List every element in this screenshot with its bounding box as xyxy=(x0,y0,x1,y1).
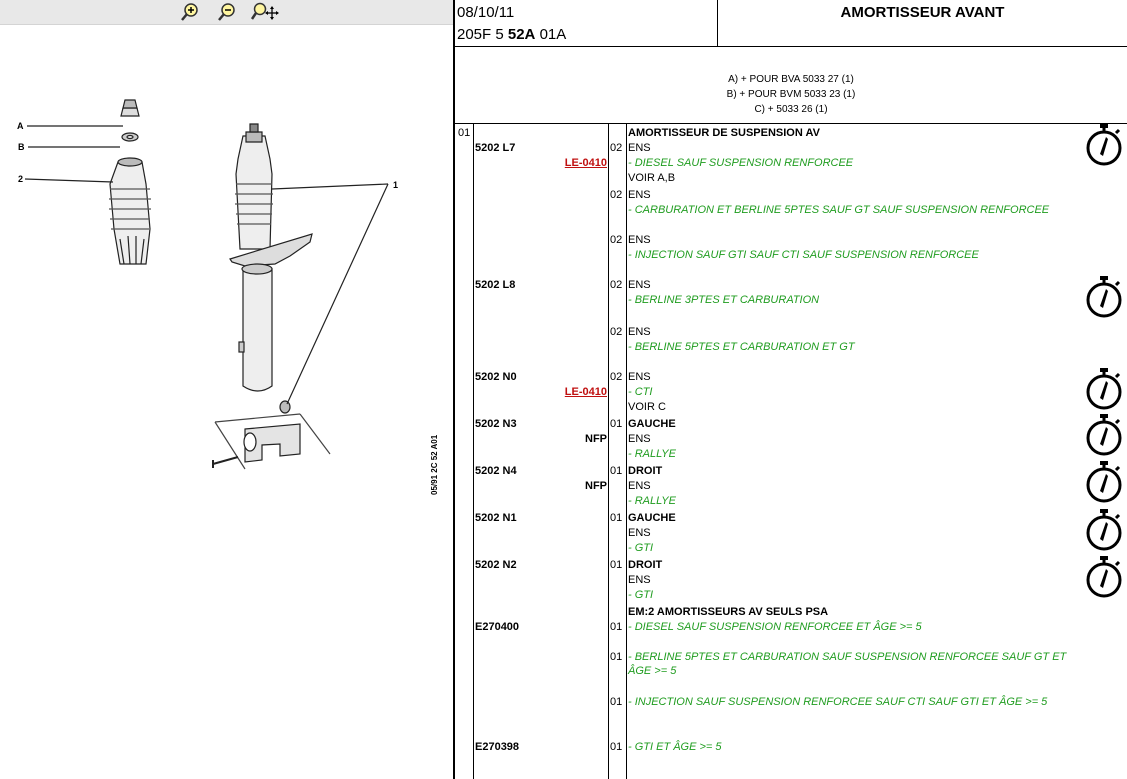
part-ref: 5202 N3 xyxy=(475,418,517,430)
qty: 02 xyxy=(610,189,623,201)
description: GAUCHE xyxy=(628,418,676,430)
description: DROIT xyxy=(628,465,663,477)
part-ref: 5202 L8 xyxy=(475,279,516,291)
part-ref: 5202 L7 xyxy=(475,142,516,154)
condition: - GTI xyxy=(628,542,654,554)
part-ref: 5202 N1 xyxy=(475,512,517,524)
zoom-pan-icon[interactable] xyxy=(249,1,279,23)
column-divider xyxy=(626,123,627,779)
qty: 02 xyxy=(610,371,623,383)
shock-absorber-diagram xyxy=(24,99,389,470)
description: VOIR A,B xyxy=(628,172,676,184)
condition: - CARBURATION ET BERLINE 5PTES SAUF GT S… xyxy=(628,204,1050,216)
description: GAUCHE xyxy=(628,512,676,524)
description: ENS xyxy=(628,433,651,445)
diagram-reference: 05/91 2C 52 A01 xyxy=(430,434,439,495)
stopwatch-icon[interactable] xyxy=(1085,275,1123,319)
condition: - BERLINE 5PTES ET CARBURATION SAUF SUSP… xyxy=(628,651,1067,677)
part-ref: E270398 xyxy=(475,741,520,753)
qty: 02 xyxy=(610,279,623,291)
item-number: 01 xyxy=(458,127,471,139)
description: DROIT xyxy=(628,559,663,571)
part-ref: 5202 N4 xyxy=(475,465,517,477)
note-line: B) + POUR BVM 5033 23 (1) xyxy=(726,89,856,100)
qty: 01 xyxy=(610,465,623,477)
condition: - DIESEL SAUF SUSPENSION RENFORCEE ET ÂG… xyxy=(628,621,922,633)
condition: - DIESEL SAUF SUSPENSION RENFORCEE xyxy=(628,157,854,169)
diagram-label-a: A xyxy=(17,121,24,131)
qty: 01 xyxy=(610,621,623,633)
zoom-toolbar xyxy=(0,0,453,25)
header-divider xyxy=(717,0,718,46)
diagram-label-b: B xyxy=(18,142,25,152)
nfp-flag: NFP xyxy=(585,433,607,445)
description: ENS xyxy=(628,480,651,492)
qty: 01 xyxy=(610,741,623,753)
stopwatch-icon[interactable] xyxy=(1085,460,1123,504)
le-link[interactable]: LE-0410 xyxy=(564,386,607,398)
description: ENS xyxy=(628,326,651,338)
condition: - INJECTION SAUF SUSPENSION RENFORCEE SA… xyxy=(628,696,1048,708)
zoom-in-icon[interactable] xyxy=(178,1,202,23)
header-rule xyxy=(455,46,1127,47)
qty: 01 xyxy=(610,559,623,571)
stopwatch-icon[interactable] xyxy=(1085,555,1123,599)
description: ENS xyxy=(628,142,651,154)
description: ENS xyxy=(628,189,651,201)
qty: 01 xyxy=(610,418,623,430)
page-title: AMORTISSEUR AVANT xyxy=(840,4,1005,21)
note-line: C) + 5033 26 (1) xyxy=(754,104,828,115)
column-divider xyxy=(608,123,609,779)
nfp-flag: NFP xyxy=(585,480,607,492)
qty: 01 xyxy=(610,696,623,708)
description: ENS xyxy=(628,527,651,539)
description: VOIR C xyxy=(628,401,666,413)
diagram-label-1: 1 xyxy=(393,180,399,190)
condition: - RALLYE xyxy=(628,448,676,460)
qty: 01 xyxy=(610,512,623,524)
qty: 02 xyxy=(610,326,623,338)
catalog-date: 08/10/11 xyxy=(457,4,515,21)
diagram-pane: A B 2 1 05/91 2C 52 A01 xyxy=(0,0,453,779)
stopwatch-icon[interactable] xyxy=(1085,367,1123,411)
condition: - BERLINE 5PTES ET CARBURATION ET GT xyxy=(628,341,855,353)
column-divider xyxy=(473,123,474,779)
diagram-label-2: 2 xyxy=(18,174,24,184)
part-ref: 5202 N0 xyxy=(475,371,517,383)
qty: 02 xyxy=(610,234,623,246)
condition: - BERLINE 3PTES ET CARBURATION xyxy=(628,294,820,306)
qty: 02 xyxy=(610,142,623,154)
notes-block: A) + POUR BVA 5033 27 (1) B) + POUR BVM … xyxy=(455,72,1127,117)
description: ENS xyxy=(628,279,651,291)
parts-pane: 08/10/11 205F 5 52A 01A AMORTISSEUR AVAN… xyxy=(455,0,1127,779)
condition: - CTI xyxy=(628,386,653,398)
condition: - GTI ET ÂGE >= 5 xyxy=(628,741,722,753)
stopwatch-icon[interactable] xyxy=(1085,413,1123,457)
part-ref: E270400 xyxy=(475,621,520,633)
item-title: AMORTISSEUR DE SUSPENSION AV xyxy=(628,127,820,139)
condition: - INJECTION SAUF GTI SAUF CTI SAUF SUSPE… xyxy=(628,249,979,261)
catalog-code: 205F 5 52A 01A xyxy=(457,26,567,43)
qty: 01 xyxy=(610,651,623,663)
condition: - GTI xyxy=(628,589,654,601)
stopwatch-icon[interactable] xyxy=(1085,123,1123,167)
description: ENS xyxy=(628,574,651,586)
zoom-out-icon[interactable] xyxy=(215,1,239,23)
stopwatch-icon[interactable] xyxy=(1085,508,1123,552)
condition: - RALLYE xyxy=(628,495,676,507)
part-ref: 5202 N2 xyxy=(475,559,517,571)
item-title: EM:2 AMORTISSEURS AV SEULS PSA xyxy=(628,606,829,618)
description: ENS xyxy=(628,234,651,246)
notes-rule xyxy=(455,123,1127,124)
le-link[interactable]: LE-0410 xyxy=(564,157,607,169)
description: ENS xyxy=(628,371,651,383)
pane-divider xyxy=(453,0,455,779)
note-line: A) + POUR BVA 5033 27 (1) xyxy=(728,74,854,85)
